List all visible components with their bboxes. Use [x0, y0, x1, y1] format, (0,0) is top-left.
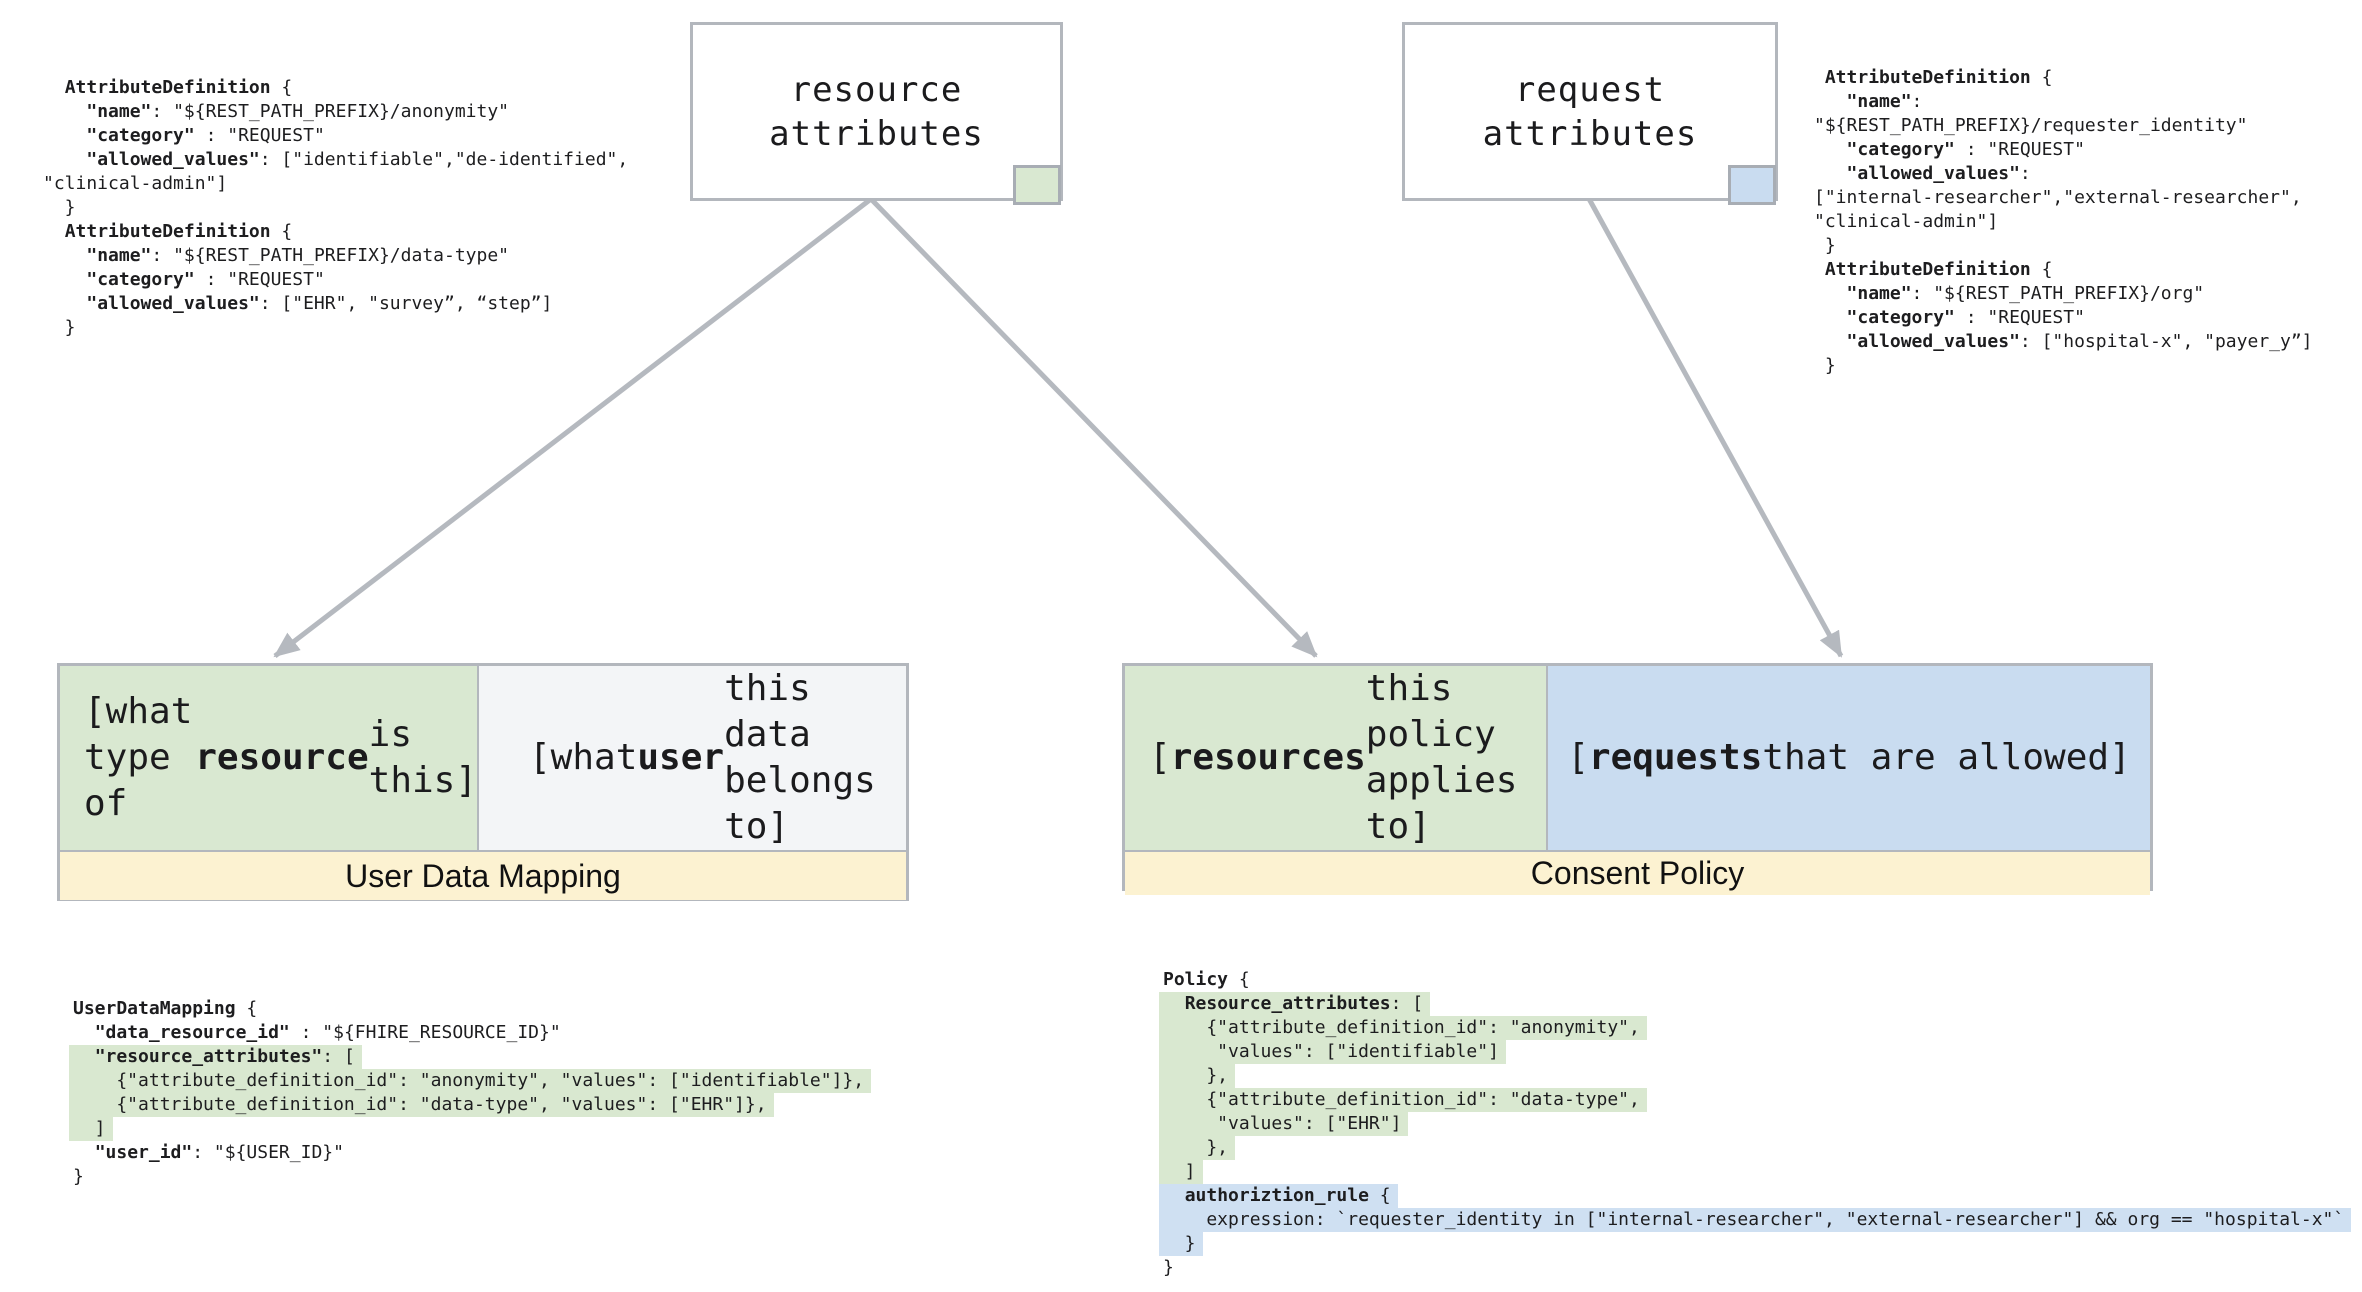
code-line: "name": — [1846, 91, 1923, 112]
code-line: AttributeDefinition { — [1824, 67, 2053, 88]
code-line: } — [1814, 235, 1836, 256]
user-data-mapping-code: UserDataMapping { "data_resource_id" : "… — [69, 997, 872, 1189]
code-line: authoriztion_rule { — [1159, 1184, 2351, 1208]
code-line: {"attribute_definition_id": "data-type",… — [69, 1093, 871, 1117]
code-line: "resource_attributes": [ — [69, 1045, 871, 1069]
code-line: "allowed_values": ["identifiable","de-id… — [86, 149, 629, 170]
code-line: "name": "${REST_PATH_PREFIX}/data-type" — [86, 245, 510, 266]
code-line: } — [43, 317, 76, 338]
code-line: "name": "${REST_PATH_PREFIX}/org" — [1846, 283, 2205, 304]
code-line: UserDataMapping { — [73, 998, 258, 1019]
code-line: Policy { — [1163, 969, 1250, 990]
resource-green-corner-swatch — [1013, 165, 1061, 205]
code-line: AttributeDefinition { — [64, 221, 293, 242]
code-line: expression: `requester_identity in ["int… — [1159, 1208, 2352, 1232]
code-line: } — [43, 197, 76, 218]
code-line: "values": ["EHR"] — [1159, 1112, 2351, 1136]
code-line: "values": ["identifiable"] — [1159, 1040, 2351, 1064]
code-line: "name": "${REST_PATH_PREFIX}/anonymity" — [86, 101, 510, 122]
udm-banner: User Data Mapping — [60, 850, 906, 900]
request-blue-corner-swatch — [1728, 165, 1776, 205]
code-line: }, — [1159, 1064, 2351, 1088]
code-line: Resource_attributes: [ — [1159, 992, 2351, 1016]
code-line: "clinical-admin"] — [43, 173, 228, 194]
code-line: "category" : "REQUEST" — [1846, 139, 2085, 160]
code-line: } — [1163, 1257, 1174, 1278]
code-line: }, — [1159, 1136, 2351, 1160]
arrow-request-to-consent-policy — [1585, 195, 1844, 658]
code-line: ["internal-researcher","external-researc… — [1814, 187, 2302, 208]
code-line: {"attribute_definition_id": "anonymity", — [1159, 1016, 2351, 1040]
code-line: "allowed_values": ["hospital-x", "payer_… — [1846, 331, 2313, 352]
code-line: "user_id": "${USER_ID}" — [94, 1142, 344, 1163]
code-line: ] — [69, 1117, 871, 1141]
code-line: {"attribute_definition_id": "data-type", — [1159, 1088, 2351, 1112]
attribute-definition-code-left: AttributeDefinition { "name": "${REST_PA… — [43, 76, 635, 340]
consent-banner: Consent Policy — [1125, 850, 2150, 895]
code-line: AttributeDefinition { — [64, 77, 293, 98]
consent-requests-cell: [requests that are allowed] — [1548, 666, 2150, 850]
code-line: } — [73, 1166, 84, 1187]
attribute-definition-code-right: AttributeDefinition { "name": "${REST_PAT… — [1814, 66, 2320, 378]
code-line: "allowed_values": — [1846, 163, 2031, 184]
code-line: ] — [1159, 1160, 2351, 1184]
code-line: } — [1159, 1232, 2351, 1256]
code-line: "${REST_PATH_PREFIX}/requester_identity" — [1814, 115, 2248, 136]
code-line: "category" : "REQUEST" — [86, 125, 325, 146]
code-line: "data_resource_id" : "${FHIRE_RESOURCE_I… — [94, 1022, 561, 1043]
code-line: AttributeDefinition { — [1824, 259, 2053, 280]
code-line: "category" : "REQUEST" — [1846, 307, 2085, 328]
code-line: "clinical-admin"] — [1814, 211, 1999, 232]
code-line: } — [1814, 355, 1836, 376]
arrow-resource-to-consent-policy — [869, 197, 1318, 658]
code-line: "allowed_values": ["EHR", "survey”, “ste… — [86, 293, 553, 314]
policy-code: Policy { Resource_attributes: [ {"attrib… — [1159, 968, 2352, 1280]
code-line: "category" : "REQUEST" — [86, 269, 325, 290]
code-line: {"attribute_definition_id": "anonymity",… — [69, 1069, 872, 1093]
